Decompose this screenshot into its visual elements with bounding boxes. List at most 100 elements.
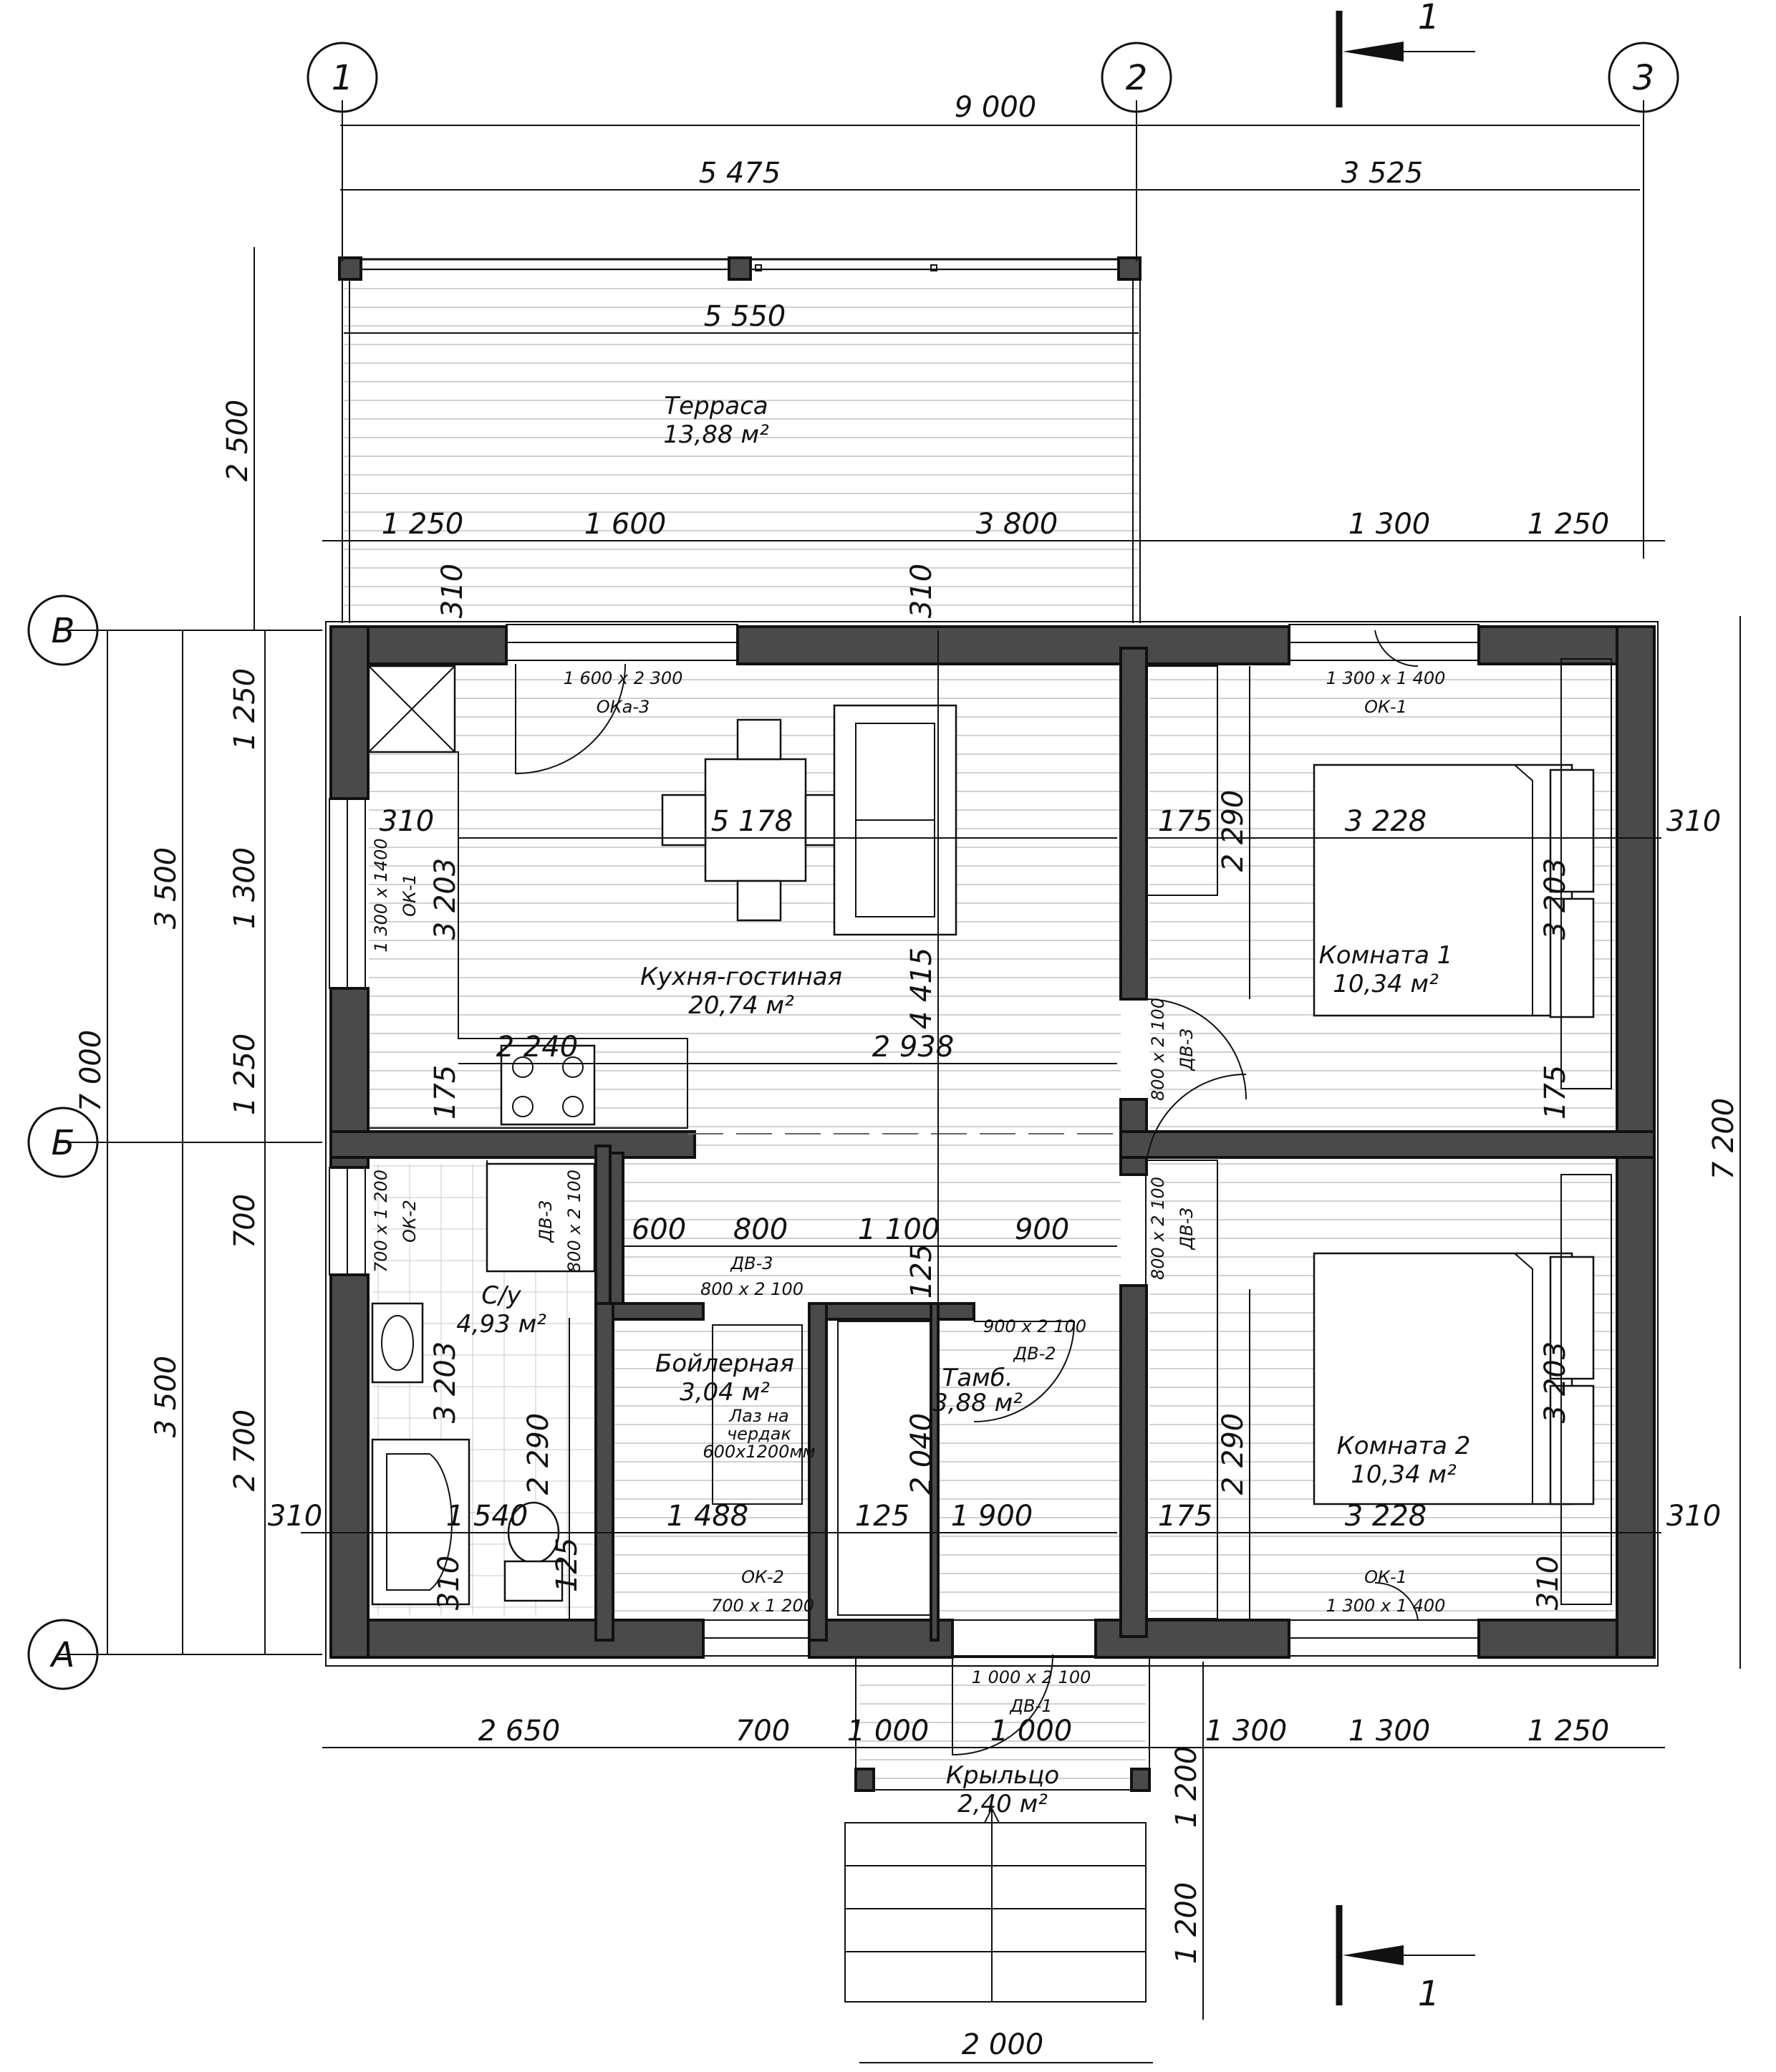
dv3-boiler-size: 800 x 2 100	[700, 1279, 803, 1299]
dv3-boiler-label: ДВ-3	[730, 1253, 773, 1273]
dv3-room1-size: 800 x 2 100	[1148, 998, 1168, 1101]
dim-row-a: 1 300	[1348, 508, 1431, 541]
room-name-vestibule: Тамб.	[942, 1364, 1013, 1392]
dim-left-3500-bottom: 3 500	[150, 1356, 183, 1438]
dim-kitchen-h: 3 203	[429, 858, 462, 940]
hatch-note-line: Лаз на	[728, 1406, 789, 1426]
dim-left-stack: 700	[228, 1194, 261, 1248]
dim-room1-175b: 175	[1539, 1065, 1572, 1119]
dim-left-stack: 1 300	[228, 847, 261, 930]
dim-wall-310: 310	[268, 1500, 322, 1533]
dim-corridor: 600	[632, 1213, 686, 1246]
ok2-left-size: 700 x 1 200	[371, 1170, 391, 1273]
dim-right-overall: 7 200	[1707, 1098, 1740, 1180]
ok1-top-size: 1 300 x 1 400	[1326, 668, 1446, 688]
room-name-terrace: Терраса	[664, 392, 768, 420]
dim-bottom: 2 650	[478, 1715, 561, 1748]
dim-tamb-125: 125	[855, 1500, 909, 1533]
dim-kitchen-mid: 2 938	[872, 1031, 955, 1064]
room-area-terrace: 13,88 м²	[663, 420, 769, 449]
section-marker-bottom: 1	[1336, 1905, 1475, 2014]
dim-top-col1: 5 475	[699, 157, 781, 190]
dim-room1-h: 3 203	[1539, 858, 1572, 940]
dim-boiler-w: 1 488	[667, 1500, 749, 1533]
ok2-bottom-label: ОК-2	[741, 1567, 784, 1587]
svg-text:3: 3	[1633, 58, 1655, 98]
dim-corridor: 800	[733, 1213, 788, 1246]
dim-bottom: 1 000	[990, 1715, 1073, 1748]
dim-bottom: 1 250	[1528, 1715, 1610, 1748]
svg-text:1: 1	[1418, 0, 1440, 37]
dim-top-overall: 9 000	[955, 91, 1037, 124]
dim-left-3500-top: 3 500	[150, 847, 183, 930]
dimension-lines	[57, 100, 1741, 2063]
dim-bottom: 1 300	[1205, 1715, 1288, 1748]
hatch-note-line: 600x1200мм	[703, 1442, 815, 1462]
room-labels: Терраса 13,88 м² Кухня-гостиная 20,74 м²…	[456, 392, 1470, 1818]
svg-text:В: В	[52, 611, 75, 651]
ok1-bottom-size: 1 300 x 1 400	[1326, 1596, 1446, 1616]
ok1-left-size: 1 300 x 1400	[371, 838, 391, 952]
walls	[325, 621, 1659, 1667]
axis-marker-a: А	[27, 1619, 99, 1690]
room-area-room1: 10,34 м²	[1333, 970, 1439, 998]
dim-tamb-h: 2 040	[905, 1413, 938, 1495]
room-area-room2: 10,34 м²	[1351, 1460, 1457, 1489]
ok2-left-label: ОК-2	[400, 1200, 420, 1243]
dim-kitchen-counter: 2 240	[496, 1031, 579, 1064]
dimension-labels: 9 000 5 475 3 525 5 550 2 500 1 250 1 60…	[74, 91, 1740, 2061]
dv3-room2-size: 800 x 2 100	[1148, 1177, 1168, 1280]
dim-row-a: 1 250	[1528, 508, 1610, 541]
dim-wall-310: 310	[1666, 1500, 1721, 1533]
section-marker-top: 1	[1336, 0, 1475, 107]
dim-bath-w: 1 540	[446, 1500, 529, 1533]
room-name-room1: Комната 1	[1319, 941, 1453, 970]
room-name-bathroom: С/у	[481, 1281, 521, 1310]
dim-bottom: 1 000	[847, 1715, 930, 1748]
dim-row-a: 3 800	[976, 508, 1058, 541]
room2-furniture	[1313, 1174, 1612, 1605]
porch	[844, 1657, 1151, 2003]
dim-room1-175a: 175	[1158, 805, 1212, 838]
dim-room1-2290: 2 290	[1217, 790, 1250, 872]
dv2-label: ДВ-2	[1013, 1344, 1056, 1364]
svg-text:А: А	[49, 1635, 75, 1675]
wardrobes	[837, 665, 1218, 1619]
boiler-hatch	[712, 1324, 803, 1505]
dv3-room2-label: ДВ-3	[1177, 1207, 1197, 1250]
svg-text:2: 2	[1126, 58, 1148, 98]
axis-marker-b: Б	[27, 1107, 99, 1178]
dv3-room1-label: ДВ-3	[1177, 1028, 1197, 1071]
dim-terrace-width: 5 550	[704, 300, 786, 333]
ok1-left-label: ОК-1	[400, 874, 420, 917]
axis-markers: 1 2 3 В Б А	[27, 42, 1679, 1690]
dim-porch-depth-2: 1 200	[1170, 1882, 1203, 1965]
dv3-bath-label: ДВ-3	[536, 1200, 556, 1243]
room-name-kitchen: Кухня-гостиная	[640, 963, 842, 991]
dim-left-stack: 1 250	[228, 668, 261, 751]
dim-bottom: 700	[735, 1715, 790, 1748]
svg-text:1: 1	[1418, 1974, 1440, 2014]
windows	[329, 624, 1480, 1657]
dim-wall-310: 310	[433, 1556, 465, 1610]
room-area-bathroom: 4,93 м²	[456, 1310, 546, 1339]
room1-furniture	[1313, 658, 1612, 1089]
dim-wall-310: 310	[436, 564, 469, 618]
dim-row-a: 1 600	[584, 508, 667, 541]
dim-room2-w: 3 228	[1345, 1500, 1427, 1533]
dim-left-stack: 1 250	[228, 1033, 261, 1116]
opening-labels: 1 600 x 2 300 ОКа-3 1 300 x 1 400 ОК-1 1…	[371, 668, 1445, 1716]
dim-bath-2290: 2 290	[522, 1413, 555, 1495]
dim-room2-175: 175	[1158, 1500, 1212, 1533]
bathroom-fixtures	[371, 1162, 596, 1606]
dim-top-col2: 3 525	[1341, 157, 1424, 190]
dim-tamb-w: 1 900	[951, 1500, 1033, 1533]
axis-marker-1: 1	[307, 42, 378, 113]
svg-text:1: 1	[332, 58, 354, 98]
room-name-porch: Крыльцо	[946, 1761, 1059, 1790]
room-area-boiler: 3,04 м²	[680, 1378, 770, 1407]
dv2-size: 900 x 2 100	[983, 1316, 1086, 1336]
dv3-bath-size: 800 x 2 100	[564, 1170, 584, 1273]
dim-row-a: 1 250	[382, 508, 464, 541]
